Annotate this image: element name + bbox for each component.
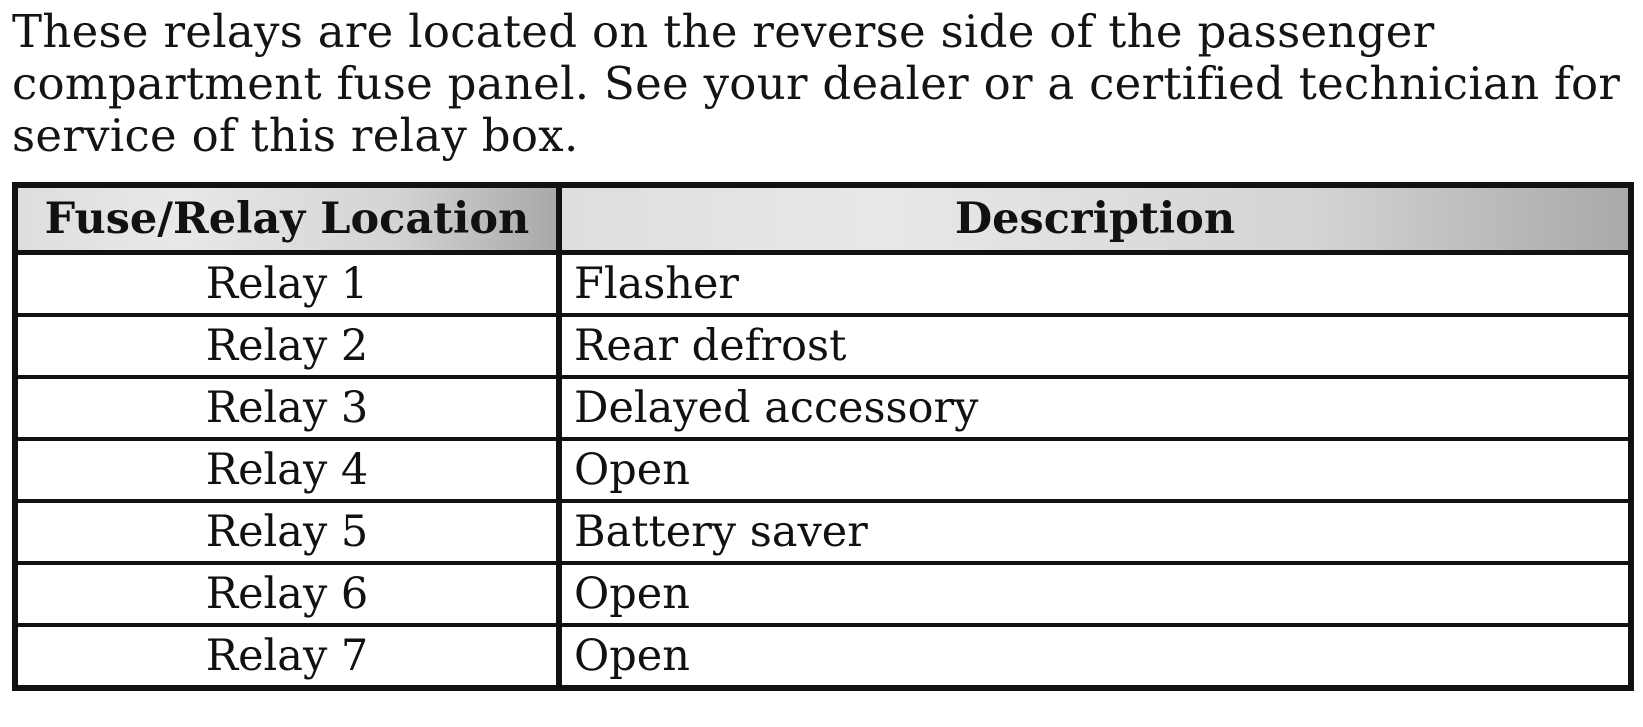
relay-table: Fuse/Relay Location Description Relay 1 …	[12, 182, 1634, 691]
header-description: Description	[557, 183, 1633, 255]
table-row: Relay 1 Flasher	[13, 250, 1633, 317]
relay-description-cell: Open	[557, 623, 1633, 690]
table-row: Relay 6 Open	[13, 561, 1633, 627]
table-row: Relay 5 Battery saver	[13, 499, 1633, 565]
table-row: Relay 4 Open	[13, 437, 1633, 503]
relay-location-cell: Relay 1	[13, 250, 562, 317]
relay-description-cell: Battery saver	[557, 499, 1633, 565]
table-header-row: Fuse/Relay Location Description	[13, 183, 1633, 255]
table-row: Relay 2 Rear defrost	[13, 313, 1633, 379]
relay-description-cell: Flasher	[557, 250, 1633, 317]
table-row: Relay 7 Open	[13, 623, 1633, 690]
relay-description-cell: Rear defrost	[557, 313, 1633, 379]
table-row: Relay 3 Delayed accessory	[13, 375, 1633, 441]
relay-description-cell: Open	[557, 437, 1633, 503]
relay-location-cell: Relay 3	[13, 375, 562, 441]
relay-location-cell: Relay 6	[13, 561, 562, 627]
relay-description-cell: Delayed accessory	[557, 375, 1633, 441]
relay-location-cell: Relay 7	[13, 623, 562, 690]
relay-location-cell: Relay 4	[13, 437, 562, 503]
header-location: Fuse/Relay Location	[13, 183, 562, 255]
intro-paragraph: These relays are located on the reverse …	[12, 5, 1621, 162]
relay-description-cell: Open	[557, 561, 1633, 627]
relay-location-cell: Relay 2	[13, 313, 562, 379]
relay-location-cell: Relay 5	[13, 499, 562, 565]
